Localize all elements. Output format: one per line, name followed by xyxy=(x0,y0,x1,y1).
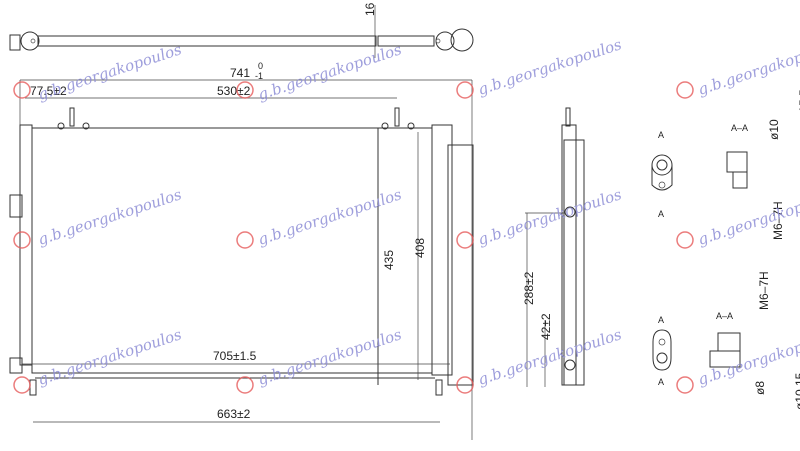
watermark: g.b.georgakopoulos g.b.georgakopoulos g.… xyxy=(13,35,800,394)
svg-text:g.b.georgakopoulos: g.b.georgakopoulos xyxy=(256,185,404,249)
svg-text:530±2: 530±2 xyxy=(217,84,251,98)
svg-text:g.b.georgakopoulos: g.b.georgakopoulos xyxy=(36,185,184,249)
svg-text:663±2: 663±2 xyxy=(217,407,251,421)
svg-text:A: A xyxy=(658,377,664,387)
svg-text:408: 408 xyxy=(413,238,427,258)
svg-text:A: A xyxy=(658,209,664,219)
svg-text:g.b.georgakopoulos: g.b.georgakopoulos xyxy=(36,40,184,104)
svg-text:741: 741 xyxy=(230,66,250,80)
svg-text:g.b.georgakopoulos: g.b.georgakopoulos xyxy=(256,325,404,389)
svg-text:ø8: ø8 xyxy=(753,381,767,395)
svg-text:42±2: 42±2 xyxy=(539,313,553,340)
svg-text:A: A xyxy=(658,315,664,325)
svg-text:g.b.georgakopoulos: g.b.georgakopoulos xyxy=(476,35,624,99)
lower-fitting-detail xyxy=(652,329,741,371)
svg-text:g.b.georgakopoulos: g.b.georgakopoulos xyxy=(256,40,404,104)
svg-text:A–A: A–A xyxy=(716,311,733,321)
svg-text:A: A xyxy=(658,130,664,140)
svg-text:ø15,5: ø15,5 xyxy=(797,89,800,120)
svg-text:ø10: ø10 xyxy=(767,119,781,140)
front-view xyxy=(9,107,474,396)
svg-text:g.b.georgakopoulos: g.b.georgakopoulos xyxy=(36,325,184,389)
upper-fitting-detail xyxy=(651,151,748,191)
svg-text:g.b.georgakopoulos: g.b.georgakopoulos xyxy=(696,325,800,389)
svg-text:705±1.5: 705±1.5 xyxy=(213,349,257,363)
svg-text:ø10,15: ø10,15 xyxy=(793,372,800,410)
svg-text:A–A: A–A xyxy=(731,123,748,133)
svg-text:288±2: 288±2 xyxy=(522,271,536,305)
svg-text:M6–7H: M6–7H xyxy=(771,201,785,240)
svg-text:16: 16 xyxy=(363,2,377,16)
svg-text:435: 435 xyxy=(382,250,396,270)
svg-text:M6–7H: M6–7H xyxy=(757,271,771,310)
svg-text:-1: -1 xyxy=(255,71,263,81)
top-view xyxy=(9,5,474,58)
svg-text:77.5±2: 77.5±2 xyxy=(30,84,67,98)
svg-text:0: 0 xyxy=(258,61,263,71)
svg-text:g.b.georgakopoulos: g.b.georgakopoulos xyxy=(696,35,800,99)
side-view xyxy=(561,107,585,386)
svg-text:g.b.georgakopoulos: g.b.georgakopoulos xyxy=(476,185,624,249)
